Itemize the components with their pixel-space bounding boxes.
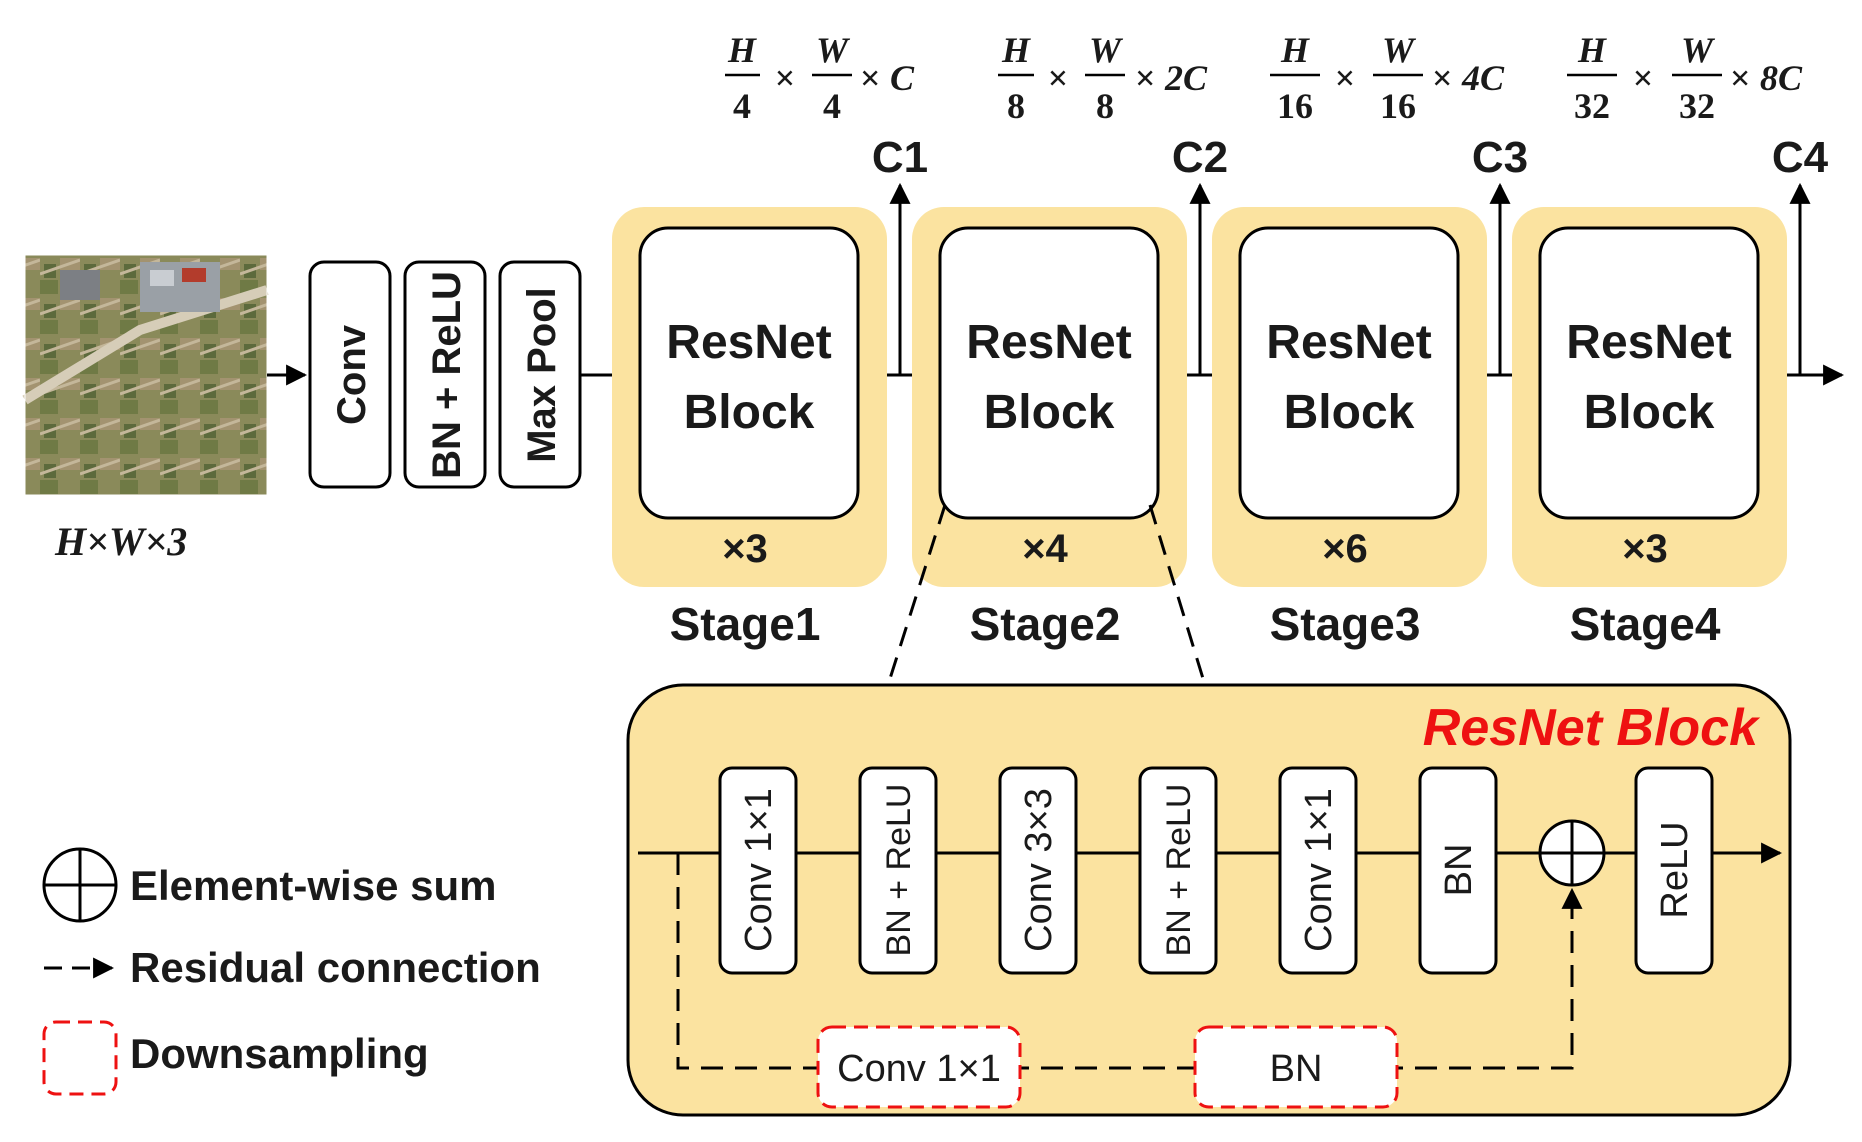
svg-text:Conv 3×3: Conv 3×3: [1018, 788, 1060, 952]
svg-text:32: 32: [1574, 86, 1610, 126]
svg-text:H: H: [727, 30, 757, 70]
svg-text:×: ×: [860, 58, 881, 98]
stage-1-output-label: C1: [872, 133, 928, 182]
stage-3: ResNet Block ×6 Stage3 C3 H 16 × W 16 × …: [1212, 30, 1528, 650]
stage-4-repeat: ×3: [1622, 527, 1668, 571]
stage-1-resolution: H 4 × W 4 × C: [725, 30, 915, 126]
legend-downsampling-label: Downsampling: [130, 1030, 429, 1077]
svg-text:16: 16: [1380, 86, 1416, 126]
svg-text:Conv 1×1: Conv 1×1: [738, 788, 780, 952]
input-dims-label: H×W×3: [54, 519, 187, 564]
svg-text:W: W: [816, 30, 851, 70]
stage-3-resolution: H 16 × W 16 × 4C: [1270, 30, 1505, 126]
stage-1: ResNet Block ×3 Stage1 C1 H 4 × W 4 × C: [612, 30, 928, 650]
svg-text:×: ×: [1135, 58, 1156, 98]
element-wise-sum-icon: [1538, 819, 1606, 887]
resnet-block-detail: ResNet Block Conv 1×1 BN + ReLU Conv 3×3…: [626, 683, 1792, 1117]
stem-conv-box: Conv: [308, 260, 392, 489]
legend-residual-label: Residual connection: [130, 944, 541, 991]
svg-text:H: H: [1001, 30, 1031, 70]
stage-4-output-label: C4: [1772, 133, 1829, 182]
svg-text:Conv 1×1: Conv 1×1: [837, 1048, 1001, 1090]
stage-4-block-line2: Block: [1584, 386, 1715, 439]
svg-text:×: ×: [1048, 58, 1069, 98]
stage-4-resolution: H 32 × W 32 × 8C: [1567, 30, 1803, 126]
input-image: [22, 254, 269, 496]
stage-1-name: Stage1: [670, 598, 821, 650]
stage-1-block-line1: ResNet: [666, 316, 831, 369]
svg-text:8C: 8C: [1760, 58, 1803, 98]
stem-bn-relu-label: BN + ReLU: [425, 271, 469, 479]
stage-2-repeat: ×4: [1022, 527, 1068, 571]
svg-text:BN: BN: [1270, 1048, 1323, 1090]
block-layer-5: Conv 1×1: [1278, 766, 1358, 975]
svg-text:×: ×: [1335, 58, 1356, 98]
svg-text:×: ×: [1633, 58, 1654, 98]
stage-4-block-line1: ResNet: [1566, 316, 1731, 369]
svg-text:C: C: [890, 58, 915, 98]
downsample-bn-box: BN: [1193, 1025, 1399, 1109]
stage-4: ResNet Block ×3 Stage4 C4 H 32 × W 32 × …: [1512, 30, 1829, 650]
stage-2-block-line2: Block: [984, 386, 1115, 439]
block-layer-6: BN: [1418, 766, 1498, 975]
stem-max-pool-label: Max Pool: [520, 287, 564, 463]
svg-text:×: ×: [1730, 58, 1751, 98]
block-layer-3: Conv 3×3: [998, 766, 1078, 975]
stage-2-block-line1: ResNet: [966, 316, 1131, 369]
svg-text:32: 32: [1679, 86, 1715, 126]
svg-text:4C: 4C: [1461, 58, 1505, 98]
stage-2-resolution: H 8 × W 8 × 2C: [998, 30, 1208, 126]
stage-3-repeat: ×6: [1322, 527, 1368, 571]
stage-1-block-line2: Block: [684, 386, 815, 439]
svg-text:H: H: [1577, 30, 1607, 70]
stage-3-block-line1: ResNet: [1266, 316, 1431, 369]
stage-3-block-line2: Block: [1284, 386, 1415, 439]
stem-max-pool-box: Max Pool: [498, 260, 582, 489]
stage-2: ResNet Block ×4 Stage2 C2 H 8 × W 8 × 2C: [912, 30, 1228, 650]
svg-text:ReLU: ReLU: [1654, 821, 1696, 918]
stage-3-name: Stage3: [1270, 598, 1421, 650]
legend: Element-wise sum Residual connection Dow…: [42, 847, 541, 1096]
svg-text:W: W: [1681, 30, 1716, 70]
residual-connection-path: [676, 853, 1583, 1070]
block-layer-1: Conv 1×1: [718, 766, 798, 975]
block-layer-4: BN + ReLU: [1138, 766, 1218, 975]
stage-2-output-label: C2: [1172, 133, 1228, 182]
stage-3-output-label: C3: [1472, 133, 1528, 182]
svg-text:4: 4: [823, 86, 841, 126]
legend-sum-icon: [42, 847, 118, 923]
svg-text:16: 16: [1277, 86, 1313, 126]
svg-text:8: 8: [1007, 86, 1025, 126]
block-layer-7: ReLU: [1634, 766, 1714, 975]
svg-text:2C: 2C: [1164, 58, 1208, 98]
svg-text:BN + ReLU: BN + ReLU: [1160, 784, 1198, 957]
block-layer-2: BN + ReLU: [858, 766, 938, 975]
downsample-conv-box: Conv 1×1: [816, 1025, 1022, 1109]
svg-text:W: W: [1382, 30, 1417, 70]
stage-1-repeat: ×3: [722, 527, 768, 571]
legend-downsampling-icon: [42, 1020, 118, 1096]
stage-2-name: Stage2: [970, 598, 1121, 650]
legend-sum-label: Element-wise sum: [130, 862, 496, 909]
svg-text:×: ×: [775, 58, 796, 98]
svg-text:H: H: [1280, 30, 1310, 70]
svg-text:4: 4: [733, 86, 751, 126]
svg-text:BN + ReLU: BN + ReLU: [880, 784, 918, 957]
svg-text:W: W: [1089, 30, 1124, 70]
svg-text:8: 8: [1096, 86, 1114, 126]
svg-text:Conv 1×1: Conv 1×1: [1298, 788, 1340, 952]
stem-conv-label: Conv: [330, 324, 374, 425]
svg-text:×: ×: [1432, 58, 1453, 98]
resnet-block-title: ResNet Block: [1423, 699, 1761, 757]
stem-bn-relu-box: BN + ReLU: [403, 260, 487, 489]
svg-text:BN: BN: [1438, 844, 1480, 897]
stage-4-name: Stage4: [1570, 598, 1721, 650]
